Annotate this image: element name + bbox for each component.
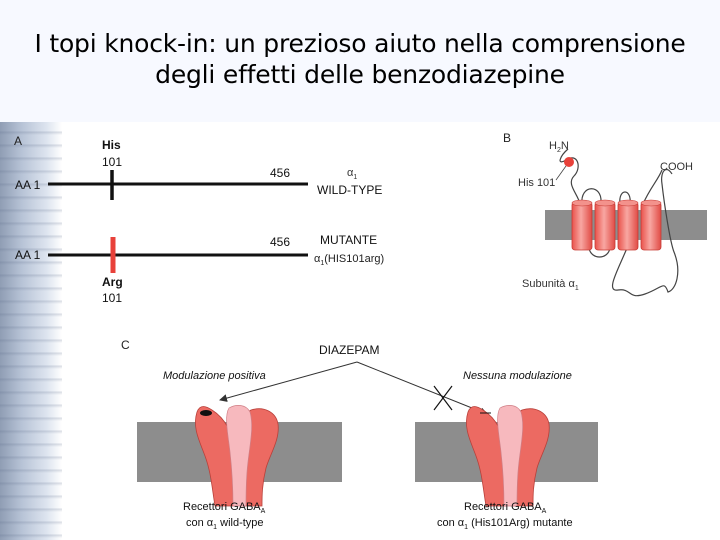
tm-helix-2 <box>594 201 616 251</box>
tm-helix-3 <box>617 201 639 251</box>
subunit-label: Subunità α1 <box>522 278 579 292</box>
mutant-mutation: α1(HIS101arg) <box>314 253 384 267</box>
receptor-right-center-subunit <box>497 405 524 507</box>
extracellular-loop-1 <box>581 188 602 205</box>
left-caption-line-1: Recettori GABAA <box>183 501 266 515</box>
right-caption-line-1: Recettori GABAA <box>464 501 547 515</box>
left-effect-label: Modulazione positiva <box>163 370 266 382</box>
n-terminus-label: H2N <box>549 140 569 154</box>
arrow-to-wildtype <box>219 361 358 402</box>
title-line-1: I topi knock-in: un prezioso aiuto nella… <box>34 29 686 58</box>
wildtype-start: AA 1 <box>15 178 41 192</box>
tm-helix-1 <box>571 201 593 251</box>
n-terminal-chain <box>559 148 581 205</box>
wildtype-position: 101 <box>102 155 122 169</box>
c-terminal-chain <box>642 169 663 205</box>
tm-helix-2-top <box>594 199 616 207</box>
tm-helix-4 <box>640 201 662 251</box>
large-intracellular-loop <box>612 169 679 297</box>
wildtype-alpha: α1 <box>347 167 357 181</box>
his101-residue-dot <box>564 157 574 167</box>
diazepam-label: DIAZEPAM <box>319 343 379 357</box>
tm-helix-4-top <box>640 199 662 207</box>
title-line-2: degli effetti delle benzodiazepine <box>155 60 565 89</box>
mutant-end: 456 <box>270 235 290 249</box>
his101-label: His 101 <box>518 177 555 189</box>
gabaa-receptor-wildtype <box>195 405 279 507</box>
gabaa-receptor-mutant <box>466 405 550 507</box>
c-terminus-label: COOH <box>660 161 693 173</box>
intracellular-loop-1 <box>588 247 611 258</box>
block-mark-b <box>433 385 453 411</box>
tm-helix-1-top <box>571 199 593 207</box>
his101-pointer <box>555 165 567 181</box>
diazepam-binding-site-bound <box>200 410 212 416</box>
arrow-to-mutant <box>356 361 488 416</box>
book-page-margin <box>0 122 62 540</box>
slide-title: I topi knock-in: un prezioso aiuto nella… <box>0 0 720 122</box>
page-texture <box>0 122 62 540</box>
right-caption-line-2: con α1 (His101Arg) mutante <box>437 517 573 531</box>
panel-a-label: A <box>14 134 22 148</box>
mutant-position: 101 <box>102 291 122 305</box>
panel-c-label: C <box>121 338 130 352</box>
figure-canvas: A His 101 AA 1 456 α1 WILD-TYPE AA 1 456… <box>14 131 707 531</box>
wildtype-end: 456 <box>270 166 290 180</box>
tm-helix-3-top <box>617 199 639 207</box>
wildtype-type: WILD-TYPE <box>317 183 382 197</box>
right-effect-label: Nessuna modulazione <box>463 370 572 382</box>
panel-b-label: B <box>503 131 511 145</box>
left-caption-line-2: con α1 wild-type <box>186 517 264 531</box>
mutant-start: AA 1 <box>15 248 41 262</box>
mutant-residue: Arg <box>102 275 123 289</box>
receptor-left-center-subunit <box>226 405 253 507</box>
wildtype-residue: His <box>102 138 121 152</box>
mutant-type: MUTANTE <box>320 233 377 247</box>
